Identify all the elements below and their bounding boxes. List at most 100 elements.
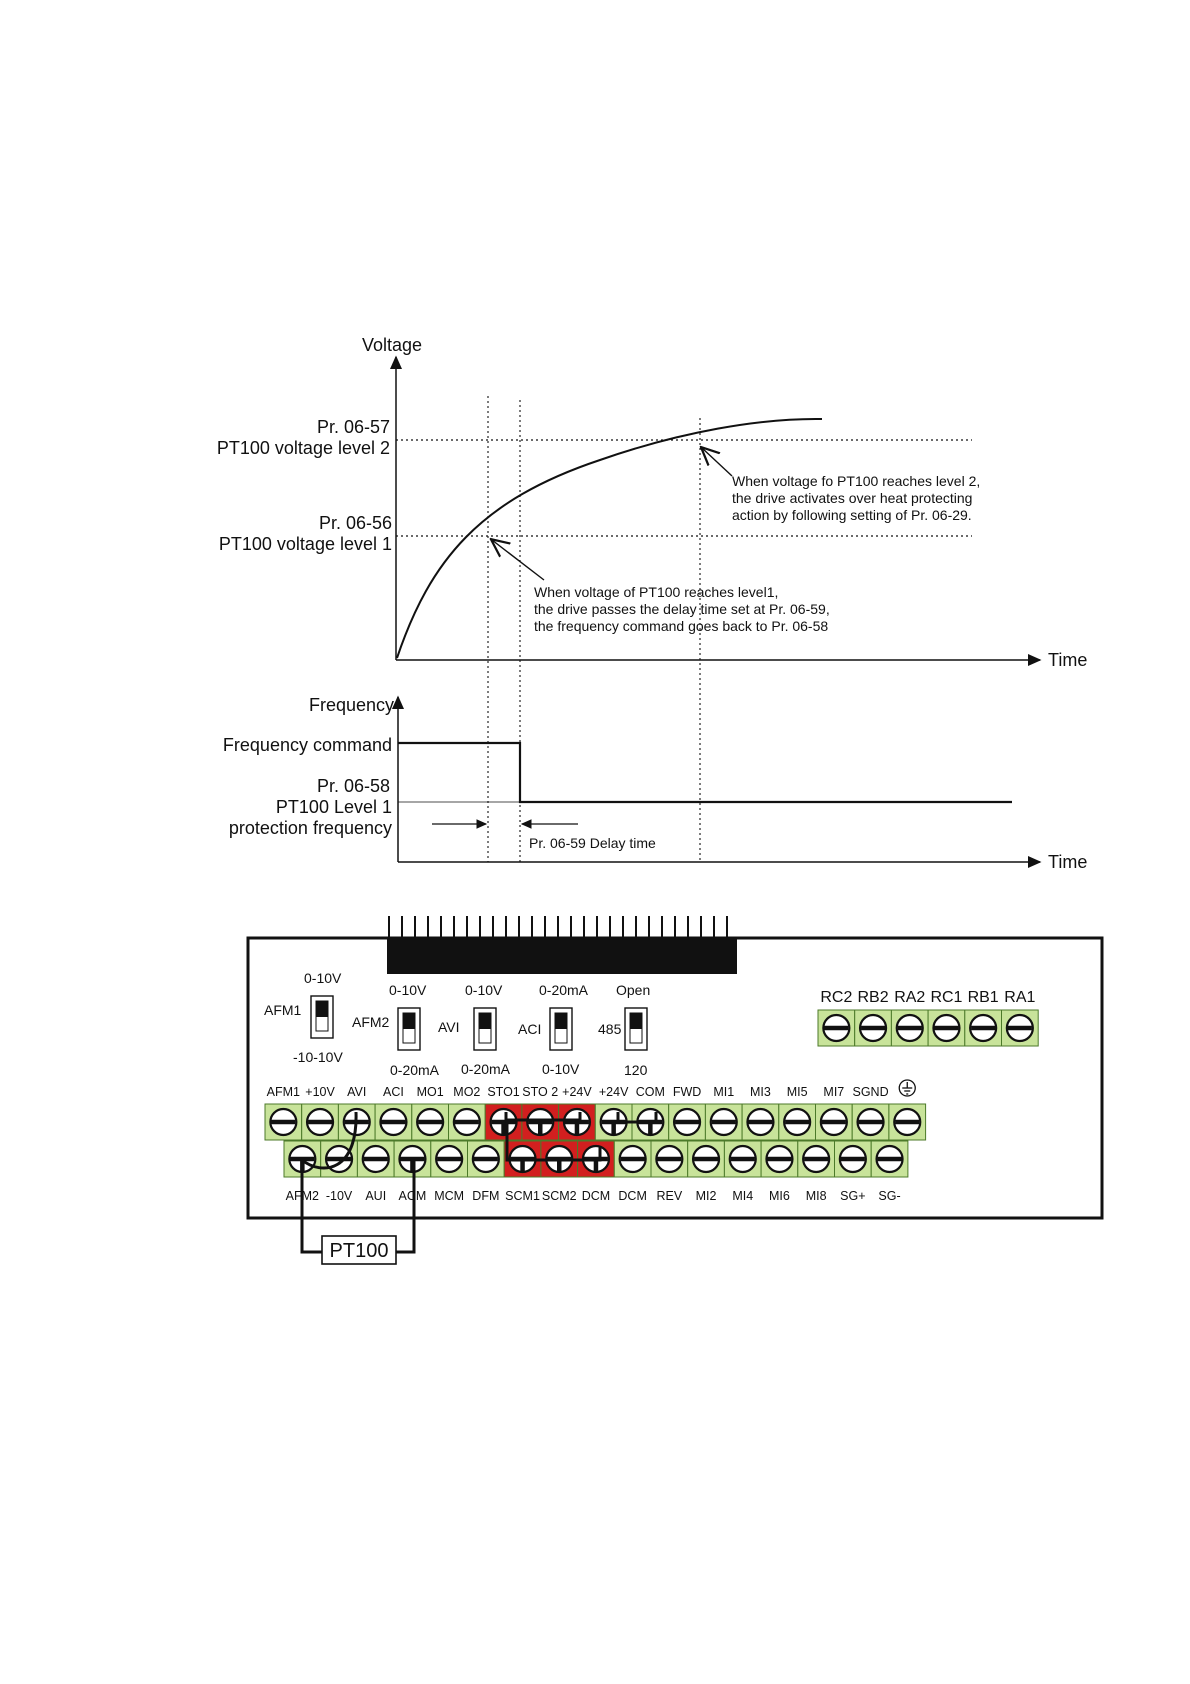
terminal-bottom-4[interactable]: MCM — [430, 1140, 468, 1203]
terminal-bottom-2[interactable]: AUI — [356, 1140, 395, 1203]
switch-top-label: 0-10V — [389, 982, 427, 998]
ribbon-connector — [387, 916, 737, 974]
terminal-top-label: ACI — [383, 1085, 404, 1099]
switch-name-label: AFM2 — [352, 1014, 390, 1030]
screw-icon[interactable] — [672, 1107, 702, 1137]
screw-icon[interactable] — [819, 1107, 848, 1137]
switch-name-label: AVI — [438, 1019, 460, 1035]
level2-par: Pr. 06-57 — [317, 417, 390, 437]
terminal-top-0[interactable]: AFM1 — [264, 1085, 303, 1141]
screw-icon[interactable] — [416, 1107, 445, 1137]
terminal-top-14[interactable]: MI5 — [778, 1085, 816, 1141]
switch-bottom-label: 0-20mA — [461, 1061, 511, 1077]
screw-icon[interactable] — [875, 1144, 904, 1174]
terminal-top-11[interactable]: FWD — [668, 1085, 706, 1141]
terminal-top-13[interactable]: MI3 — [741, 1085, 780, 1141]
screw-icon[interactable] — [932, 1013, 961, 1043]
relay-terminal-rc1[interactable]: RC1 — [927, 989, 966, 1047]
ground-icon — [898, 1079, 916, 1097]
terminal-top-8[interactable]: +24V — [558, 1085, 596, 1141]
terminal-top-4[interactable]: MO1 — [411, 1085, 449, 1141]
switch-top-label: 0-10V — [304, 970, 342, 986]
relay-terminal-rb2[interactable]: RB2 — [854, 989, 892, 1047]
terminal-top-12[interactable]: MI1 — [704, 1085, 743, 1141]
frequency-graph: Frequency Time Frequency command Pr. 06-… — [223, 695, 1087, 872]
screw-icon[interactable] — [618, 1144, 647, 1174]
screw-icon[interactable] — [822, 1013, 851, 1043]
screw-icon[interactable] — [691, 1144, 721, 1174]
terminal-top-5[interactable]: MO2 — [448, 1085, 486, 1141]
screw-icon[interactable] — [895, 1013, 924, 1043]
screw-icon[interactable] — [655, 1144, 684, 1174]
terminal-top-16[interactable]: SGND — [851, 1085, 890, 1141]
screw-icon[interactable] — [471, 1144, 500, 1174]
terminal-top-label: STO1 — [487, 1085, 519, 1099]
screw-icon[interactable] — [765, 1144, 794, 1174]
terminal-top-7[interactable]: STO 2 — [521, 1085, 560, 1141]
switch-top-label: Open — [616, 982, 650, 998]
terminal-top-15[interactable]: MI7 — [815, 1085, 853, 1141]
terminal-bottom-8[interactable]: DCM — [577, 1140, 615, 1203]
terminal-bottom-label: MCM — [434, 1189, 464, 1203]
terminal-bottom-6[interactable]: SCM1 — [503, 1140, 542, 1203]
terminal-top-10[interactable]: COM — [631, 1085, 670, 1141]
screw-icon[interactable] — [452, 1107, 481, 1137]
terminal-bottom-13[interactable]: MI6 — [760, 1140, 799, 1203]
terminal-bottom-5[interactable]: DFM — [467, 1140, 505, 1203]
terminal-bottom-7[interactable]: SCM2 — [540, 1140, 579, 1203]
screw-icon[interactable] — [379, 1107, 408, 1137]
screw-icon[interactable] — [728, 1144, 757, 1174]
terminal-bottom-10[interactable]: REV — [650, 1140, 689, 1203]
relay-terminal-ra2[interactable]: RA2 — [890, 989, 929, 1047]
screw-icon[interactable] — [969, 1013, 998, 1043]
screw-icon[interactable] — [269, 1107, 298, 1137]
screw-icon[interactable] — [893, 1107, 922, 1137]
wire-avi-jumper — [301, 1111, 358, 1170]
terminal-bottom-15[interactable]: SG+ — [834, 1140, 872, 1203]
screw-icon[interactable] — [709, 1107, 738, 1137]
terminal-bottom-16[interactable]: SG- — [870, 1140, 909, 1203]
screw-icon[interactable] — [398, 1144, 427, 1174]
terminal-top-9[interactable]: +24V — [594, 1085, 633, 1141]
screw-icon[interactable] — [305, 1107, 335, 1137]
terminal-top-label: STO 2 — [522, 1085, 558, 1099]
frequency-axis-label: Frequency — [309, 695, 394, 715]
screw-icon[interactable] — [361, 1144, 390, 1174]
terminal-top-3[interactable]: ACI — [374, 1085, 413, 1141]
screw-icon[interactable] — [746, 1107, 775, 1137]
relay-terminal-ra1[interactable]: RA1 — [1001, 989, 1039, 1047]
screw-icon[interactable] — [856, 1107, 885, 1137]
terminal-bottom-label: SG+ — [840, 1189, 865, 1203]
screw-icon[interactable] — [526, 1107, 555, 1137]
screw-icon[interactable] — [1005, 1013, 1034, 1043]
screw-icon[interactable] — [562, 1107, 592, 1137]
screw-icon[interactable] — [489, 1107, 518, 1137]
switch-knob — [630, 1013, 642, 1029]
relay-terminal-rc2[interactable]: RC2 — [817, 989, 856, 1047]
terminal-bottom-3[interactable]: ACM — [393, 1140, 432, 1203]
terminal-bottom-1[interactable]: -10V — [320, 1140, 358, 1203]
terminal-bottom-14[interactable]: MI8 — [797, 1140, 835, 1203]
screw-icon[interactable] — [858, 1013, 888, 1043]
terminal-bottom-9[interactable]: DCM — [613, 1140, 652, 1203]
screw-icon[interactable] — [838, 1144, 867, 1174]
pt100-label: PT100 — [330, 1240, 389, 1262]
relay-label: RB1 — [968, 989, 999, 1006]
terminal-ground[interactable] — [888, 1079, 927, 1141]
terminal-top-1[interactable]: +10V — [301, 1085, 339, 1141]
relay-label: RA1 — [1004, 989, 1035, 1006]
screw-icon[interactable] — [783, 1107, 812, 1137]
screw-icon[interactable] — [802, 1144, 831, 1174]
terminal-top-6[interactable]: STO1 — [484, 1085, 523, 1141]
wire-24v-com-jumper — [616, 1112, 658, 1124]
terminal-bottom-11[interactable]: MI2 — [687, 1140, 725, 1203]
terminal-top-label: AFM1 — [267, 1085, 300, 1099]
screw-icon[interactable] — [435, 1144, 464, 1174]
relay-terminal-rb1[interactable]: RB1 — [964, 989, 1002, 1047]
level2-name: PT100 voltage level 2 — [217, 438, 390, 458]
